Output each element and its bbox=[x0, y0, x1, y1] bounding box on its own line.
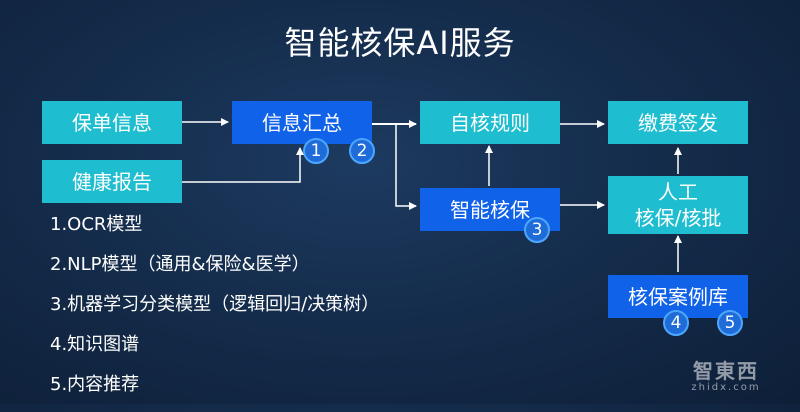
legend-item-ml: 3.机器学习分类模型（逻辑回归/决策树） bbox=[50, 294, 380, 315]
legend-item-recommend: 5.内容推荐 bbox=[50, 374, 140, 395]
arrow-health-to-summary bbox=[182, 147, 304, 183]
watermark-logo: 智東西 zhidx.com bbox=[676, 360, 776, 394]
badge-nlp: 2 bbox=[349, 138, 375, 164]
watermark-main: 智東西 bbox=[693, 359, 759, 383]
badge-recommend: 5 bbox=[717, 310, 743, 336]
node-manual-review: 人工 核保/核批 bbox=[608, 176, 748, 234]
node-info-summary: 信息汇总 bbox=[232, 101, 372, 144]
legend-item-nlp: 2.NLP模型（通用&保险&医学） bbox=[50, 254, 310, 275]
manual-review-line1: 人工 bbox=[658, 180, 698, 204]
node-payment-issue: 缴费签发 bbox=[608, 101, 748, 144]
legend-item-ocr: 1.OCR模型 bbox=[50, 214, 143, 235]
manual-review-line2: 核保/核批 bbox=[634, 206, 722, 230]
badge-ml: 3 bbox=[524, 217, 550, 243]
node-health-report: 健康报告 bbox=[42, 160, 182, 203]
page-title: 智能核保AI服务 bbox=[284, 24, 516, 62]
model-legend: 1.OCR模型 2.NLP模型（通用&保险&医学） 3.机器学习分类模型（逻辑回… bbox=[50, 212, 379, 412]
node-case-library: 核保案例库 bbox=[608, 275, 748, 318]
badge-ocr: 1 bbox=[303, 138, 329, 164]
legend-item-kg: 4.知识图谱 bbox=[50, 334, 140, 355]
node-self-rules: 自核规则 bbox=[420, 101, 560, 144]
watermark-sub: zhidx.com bbox=[691, 382, 761, 393]
badge-kg: 4 bbox=[663, 310, 689, 336]
arrow-summary-to-smart bbox=[395, 124, 417, 210]
node-policy-info: 保单信息 bbox=[42, 101, 182, 144]
